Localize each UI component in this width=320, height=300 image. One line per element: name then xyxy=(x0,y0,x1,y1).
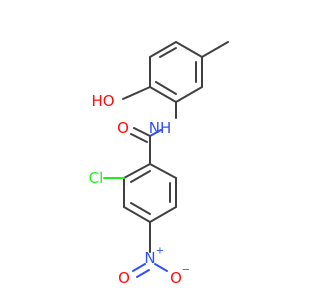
nitro-n-label: N xyxy=(144,249,155,267)
amide-nh-label: NH xyxy=(149,119,172,137)
molecule-structure: HO NH O Cl N + O O − xyxy=(89,41,229,287)
nitro-n-charge: + xyxy=(156,246,164,257)
chloro-label: Cl xyxy=(89,169,104,187)
nitro-left-bond xyxy=(132,263,146,272)
amide-n-to-carbonyl-bond xyxy=(149,129,162,137)
carbonyl-group xyxy=(130,127,151,165)
nitro-o-right-charge: − xyxy=(182,265,190,276)
nitro-o-right-label: O xyxy=(170,269,182,287)
phenol-ring xyxy=(149,41,203,103)
nitro-right-bond xyxy=(154,263,168,272)
hydroxyl-bond xyxy=(122,86,151,100)
hydroxyl-label: HO xyxy=(91,92,114,110)
nitro-o-left-label: O xyxy=(118,269,130,287)
nitro-left-bond-2 xyxy=(136,269,150,278)
carbonyl-o-label: O xyxy=(117,119,129,137)
methyl-bond xyxy=(201,41,229,58)
chloronitrobenzene-ring xyxy=(123,163,177,223)
